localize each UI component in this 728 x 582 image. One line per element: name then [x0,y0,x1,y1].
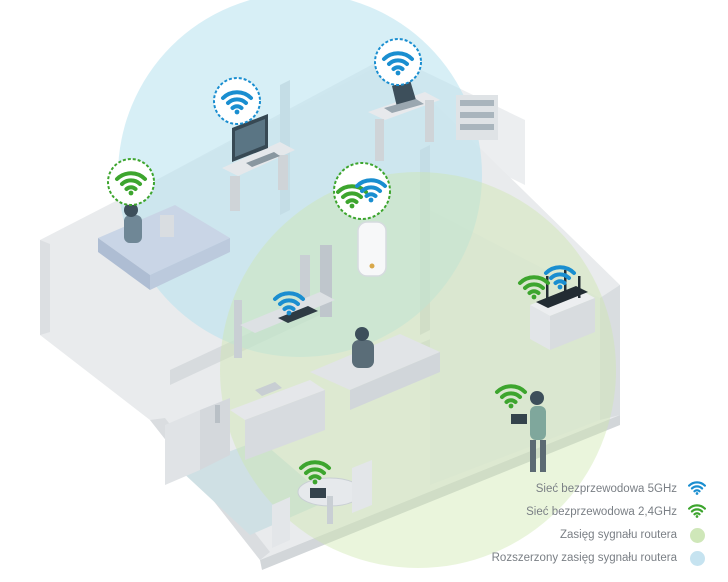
legend-label: Rozszerzony zasięg sygnału routera [491,552,677,564]
extended-range-area [118,0,482,357]
legend: Sieć bezprzewodowa 5GHz Sieć bezprzewodo… [408,478,708,570]
range-dot [689,550,705,566]
kitchen [165,380,372,548]
extended-range-swatch [686,549,708,567]
wifi-icon [686,503,708,521]
range-dot [689,527,705,543]
office-desk [222,114,295,211]
legend-item-extended-range: Rozszerzony zasięg sygnału routera [408,547,708,569]
wifi-icon [213,77,261,125]
legend-item-router-range: Zasięg sygnału routera [408,524,708,546]
legend-item-5ghz: Sieć bezprzewodowa 5GHz [408,478,708,500]
router [530,270,595,350]
wifi-icon [107,158,155,206]
sofa-person [352,340,374,368]
walking-person [511,391,546,472]
tv-box [278,306,318,323]
wifi-icon [374,38,422,86]
tablet [310,488,326,498]
legend-label: Sieć bezprzewodowa 2,4GHz [526,506,677,518]
wifi-icon [686,480,708,498]
legend-label: Sieć bezprzewodowa 5GHz [535,483,677,495]
legend-label: Zasięg sygnału routera [560,529,677,541]
wifi-icon [333,162,391,220]
range-extender [357,221,387,277]
laptop [392,80,416,107]
router-range-swatch [686,526,708,544]
bedroom [98,203,230,290]
legend-item-24ghz: Sieć bezprzewodowa 2,4GHz [408,501,708,523]
bedroom-person [124,215,142,243]
laptop-desk [368,80,498,161]
